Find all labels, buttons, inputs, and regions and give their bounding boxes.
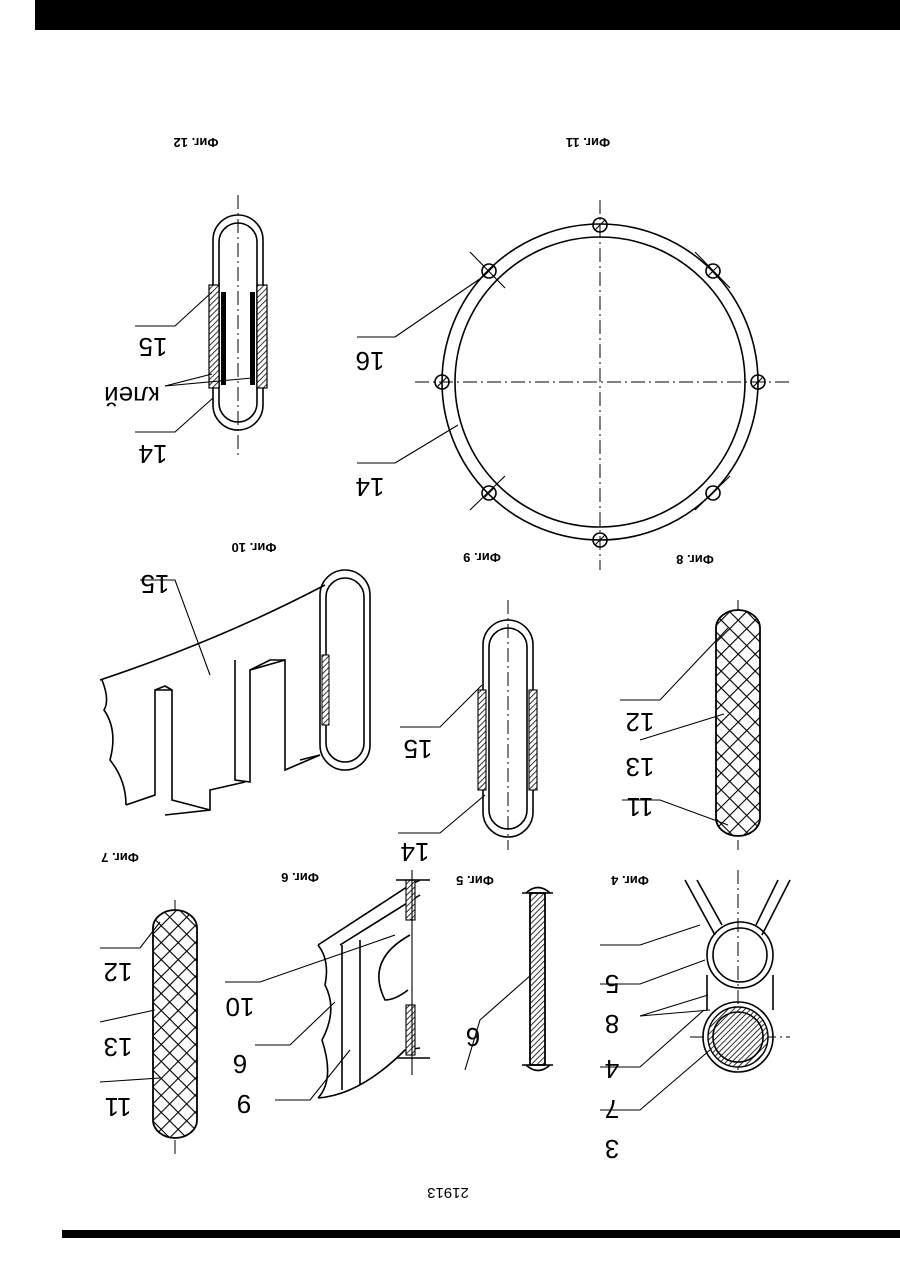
label-13: 13 bbox=[104, 1032, 133, 1062]
bottom-border-bar bbox=[62, 1230, 900, 1238]
label-11: 11 bbox=[105, 1092, 132, 1122]
label-3: 3 bbox=[605, 1134, 619, 1164]
caption-fig-9: Фиг. 9 bbox=[463, 550, 501, 565]
label-12: 12 bbox=[104, 957, 133, 987]
label-4: 4 bbox=[605, 1054, 619, 1084]
caption-fig-7: Фиг. 7 bbox=[101, 850, 139, 865]
label-11: 11 bbox=[627, 792, 654, 822]
page-number: 21913 bbox=[427, 1184, 469, 1201]
caption-fig-6: Фиг. 6 bbox=[281, 870, 319, 885]
label-9: 9 bbox=[237, 1089, 251, 1119]
caption-fig-11: Фиг. 11 bbox=[566, 135, 610, 150]
caption-fig-5: Фиг. 5 bbox=[456, 873, 494, 888]
label-15: 15 bbox=[141, 569, 170, 599]
caption-fig-8: Фиг. 8 bbox=[676, 552, 714, 567]
label-12: 12 bbox=[626, 707, 655, 737]
label-7: 7 bbox=[605, 1094, 619, 1124]
caption-fig-4: Фиг. 4 bbox=[610, 873, 648, 888]
label-15: 15 bbox=[139, 332, 168, 362]
label-6: 6 bbox=[233, 1049, 247, 1079]
label-15: 15 bbox=[404, 734, 433, 764]
label-6: 6 bbox=[466, 1022, 480, 1052]
caption-fig-12: Фиг. 12 bbox=[174, 135, 219, 150]
caption-fig-10: Фиг. 10 bbox=[232, 540, 277, 555]
label-13: 13 bbox=[626, 752, 655, 782]
label-5: 5 bbox=[605, 969, 619, 999]
label-14: 14 bbox=[356, 472, 385, 502]
label-10: 10 bbox=[226, 992, 255, 1022]
label-16: 16 bbox=[356, 346, 385, 376]
label-14: 14 bbox=[139, 439, 168, 469]
label-14: 14 bbox=[401, 837, 430, 867]
label-8: 8 bbox=[605, 1009, 619, 1039]
label-glue: клей bbox=[104, 381, 160, 411]
top-border-bar bbox=[35, 0, 900, 30]
